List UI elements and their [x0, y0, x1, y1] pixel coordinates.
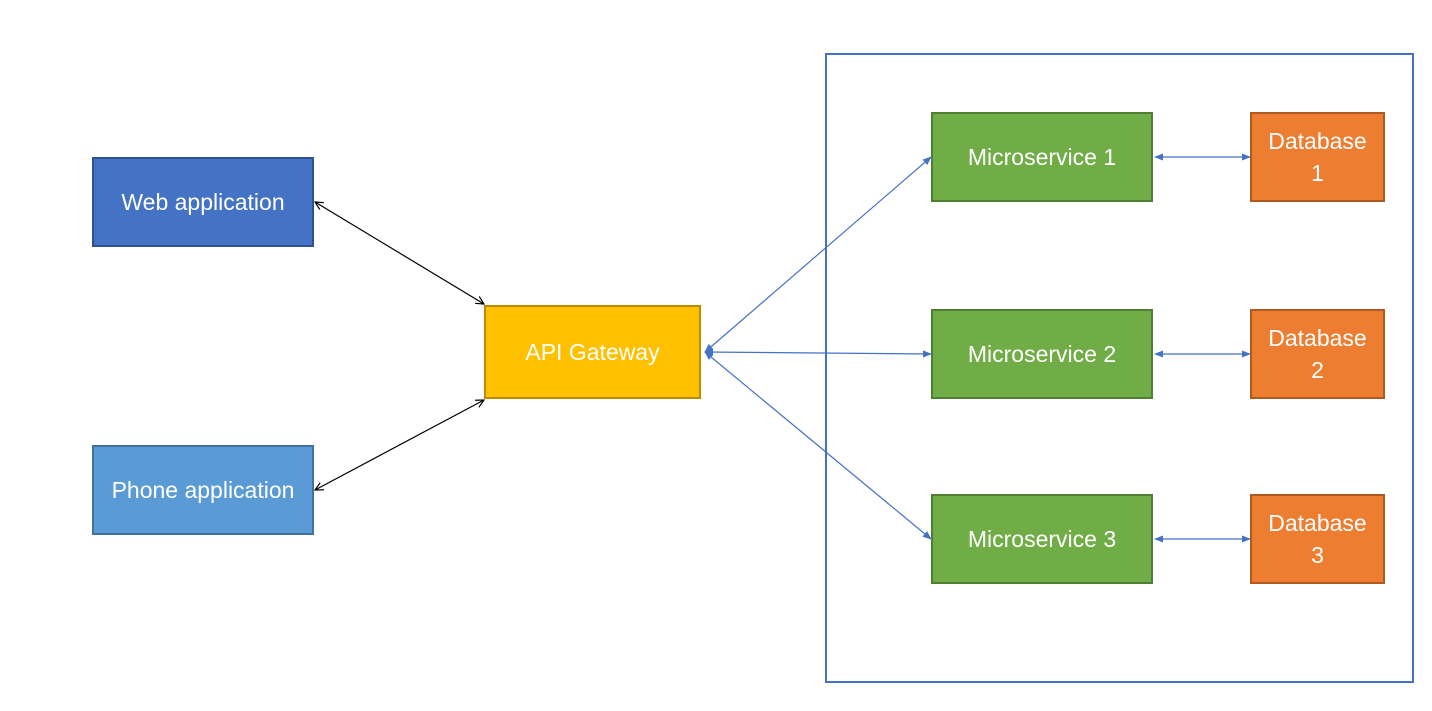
gateway-ms2-connector — [704, 348, 932, 358]
phone-application-label: Phone application — [111, 477, 295, 503]
database-2-label-line2: 2 — [1311, 357, 1324, 383]
database-1-label-line1: Database — [1268, 128, 1367, 154]
microservice-1-node: Microservice 1 — [931, 112, 1153, 202]
microservice-3-label: Microservice 3 — [967, 526, 1117, 552]
web-gateway-connector — [315, 202, 484, 304]
database-3-label: Database 3 — [1268, 507, 1366, 571]
database-2-node: Database 2 — [1250, 309, 1385, 399]
microservice-2-label: Microservice 2 — [967, 341, 1117, 367]
api-gateway-node: API Gateway — [484, 305, 701, 399]
api-gateway-label: API Gateway — [525, 339, 660, 365]
gateway-ms1-connector — [704, 156, 932, 353]
database-1-label: Database 1 — [1268, 125, 1366, 189]
database-3-node: Database 3 — [1250, 494, 1385, 584]
web-application-label: Web application — [121, 189, 285, 215]
microservice-2-node: Microservice 2 — [931, 309, 1153, 399]
gateway-ms3-connector — [704, 351, 932, 540]
web-application-node: Web application — [92, 157, 314, 247]
microservice-3-node: Microservice 3 — [931, 494, 1153, 584]
database-1-node: Database 1 — [1250, 112, 1385, 202]
phone-gateway-connector — [315, 400, 484, 490]
phone-application-node: Phone application — [92, 445, 314, 535]
database-2-label: Database 2 — [1268, 322, 1366, 386]
microservice-1-label: Microservice 1 — [967, 144, 1117, 170]
database-3-label-line1: Database — [1268, 510, 1367, 536]
database-2-label-line1: Database — [1268, 325, 1367, 351]
database-1-label-line2: 1 — [1311, 160, 1324, 186]
database-3-label-line2: 3 — [1311, 542, 1324, 568]
